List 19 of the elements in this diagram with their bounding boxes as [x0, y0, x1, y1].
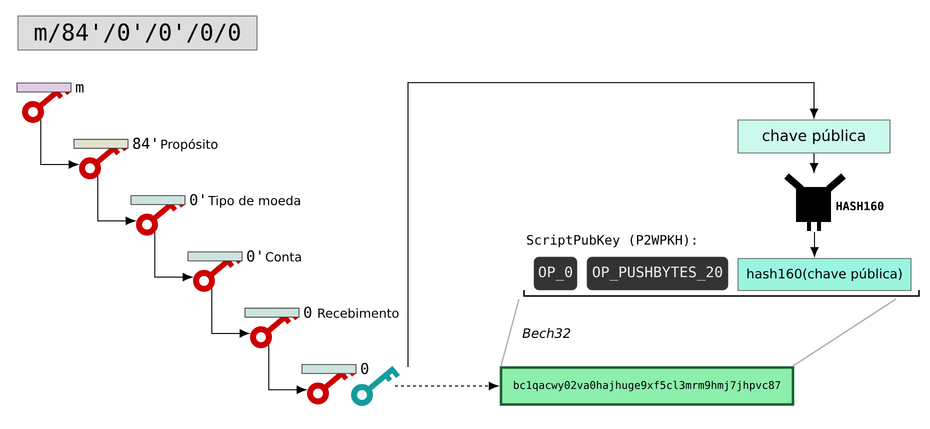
index-label: 0 — [304, 306, 312, 318]
heading-label: ScriptPubKey (P2WPKH): — [527, 234, 696, 248]
hash-label: HASH160 — [836, 202, 884, 210]
opcode-box: OP_PUSHBYTES_20 — [586, 256, 728, 290]
note-label: Bech32 — [522, 328, 570, 338]
level-label: Tipo de moeda — [208, 196, 300, 208]
opcode-box: OP_0 — [534, 256, 578, 290]
index-label: 84' — [133, 138, 156, 150]
index-label: 0 — [361, 362, 368, 374]
index-label: 0' — [190, 194, 204, 206]
path-box: m/84'/0'/0'/0/0 — [18, 16, 258, 50]
level-label: Conta — [266, 252, 301, 262]
level-label: Recebimento — [318, 308, 399, 318]
index-label: 0' — [247, 250, 260, 262]
process-box: hash160(chave pública) — [738, 258, 912, 291]
address-box: bc1qacwy02va0hajhuge9xf5cl3mrm9hmj7jhpvc87 — [500, 366, 794, 406]
index-label: m — [76, 84, 84, 92]
level-label: Propósito — [161, 138, 218, 152]
process-box: chave pública — [738, 120, 890, 154]
